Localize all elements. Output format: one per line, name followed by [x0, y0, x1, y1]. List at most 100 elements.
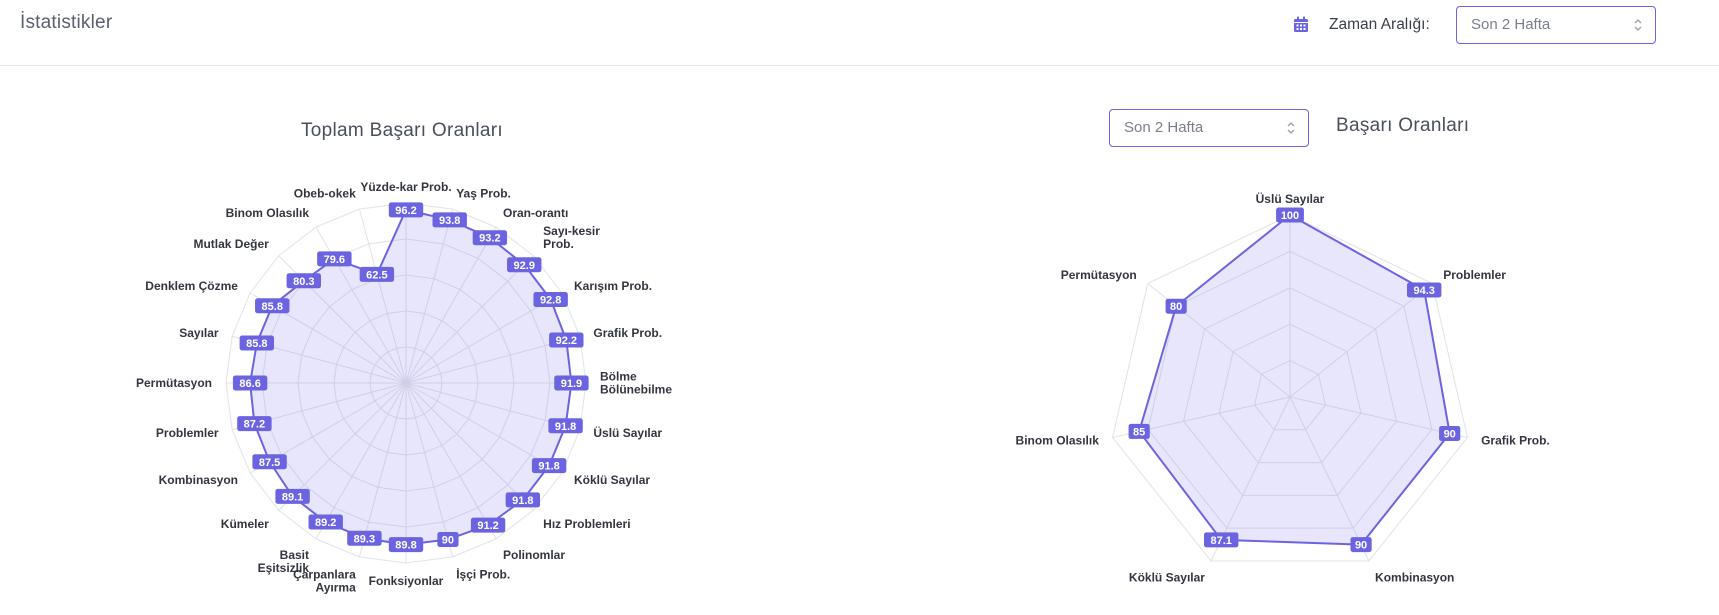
axis-label-yas-prob: Yaş Prob.: [456, 187, 511, 201]
grid-spoke: [405, 209, 454, 384]
value-label: 89.2: [308, 514, 343, 530]
value-label: 79.6: [317, 251, 352, 267]
svg-text:80: 80: [1170, 301, 1182, 313]
axis-label-binom-olasilik: Binom Olasılık: [226, 206, 310, 220]
value-label: 94.3: [1406, 282, 1442, 298]
grid-spoke: [315, 382, 407, 540]
axis-label-oran-oranti: Oran-orantı: [503, 206, 568, 220]
svg-text:92.2: 92.2: [556, 335, 577, 347]
value-label: 89.3: [347, 530, 382, 546]
series-area: [1138, 214, 1451, 546]
svg-text:89.2: 89.2: [315, 517, 336, 529]
axis-label-problemler: Problemler: [1443, 268, 1506, 282]
svg-text:87.2: 87.2: [244, 419, 265, 431]
grid-ring: [1182, 287, 1398, 496]
value-label: 85: [1128, 423, 1150, 439]
grid-spoke: [405, 382, 563, 474]
chart-title-total: Toplam Başarı Oranları: [301, 120, 503, 141]
axis-label-uslu-sayilar: Üslü Sayılar: [1256, 191, 1325, 206]
svg-text:93.8: 93.8: [439, 215, 460, 227]
calendar-icon: [1294, 16, 1308, 32]
time-range-select[interactable]: Son 2 Hafta: [1456, 6, 1656, 44]
grid-ring: [1147, 250, 1433, 529]
svg-text:96.2: 96.2: [395, 205, 416, 217]
svg-text:80.3: 80.3: [293, 276, 314, 288]
svg-text:79.6: 79.6: [324, 254, 345, 266]
grid-spoke: [405, 382, 534, 511]
svg-text:92.8: 92.8: [540, 294, 561, 306]
value-label: 93.8: [432, 212, 467, 228]
axis-label-kumeler: Kümeler: [221, 517, 269, 531]
svg-text:85.8: 85.8: [246, 338, 267, 350]
axis-label-koklu-sayilar: Köklü Sayılar: [1129, 571, 1205, 585]
time-range-label: Zaman Aralığı:: [1329, 16, 1430, 33]
grid-spoke: [358, 209, 407, 384]
value-label: 87.2: [237, 416, 272, 432]
value-label: 93.2: [472, 230, 508, 246]
value-label: 91.8: [531, 458, 567, 474]
value-label: 91.9: [554, 375, 589, 391]
svg-text:100: 100: [1281, 210, 1299, 222]
grid-spoke: [405, 226, 497, 384]
axis-label-mutlak-deger: Mutlak Değer: [193, 237, 269, 251]
axis-label-permutasyon: Permütasyon: [136, 376, 212, 390]
axis-label-binom-olasilik: Binom Olasılık: [1016, 434, 1100, 448]
axis-label-fonksiyonlar: Fonksiyonlar: [369, 574, 444, 588]
chart-title-success: Başarı Oranları: [1336, 115, 1470, 136]
svg-text:87.1: 87.1: [1211, 535, 1232, 547]
chart-range-select-value: Son 2 Hafta: [1124, 119, 1204, 136]
value-label: 90: [1350, 537, 1372, 553]
value-label: 91.8: [548, 418, 583, 434]
axis-label-obeb-okek: Obeb-okek: [294, 187, 356, 201]
svg-text:94.3: 94.3: [1413, 285, 1434, 297]
svg-text:90: 90: [1355, 540, 1367, 552]
svg-text:86.6: 86.6: [239, 378, 260, 390]
value-label: 100: [1276, 207, 1304, 223]
sort-arrows-icon: [1287, 122, 1295, 134]
value-label: 85.8: [255, 298, 290, 314]
axis-label-grafik-prob: Grafik Prob.: [593, 326, 662, 340]
value-label: 85.8: [239, 335, 275, 351]
svg-text:89.3: 89.3: [354, 533, 375, 545]
axis-label-polinomlar: Polinomlar: [503, 548, 565, 562]
value-label: 92.2: [549, 332, 584, 348]
value-label: 80.3: [286, 273, 321, 289]
axis-label-isci-prob: İşçi Prob.: [456, 566, 510, 581]
axis-label-uslu-sayilar: Üslü Sayılar: [593, 425, 662, 440]
axis-label-denklem-cozme: Denklem Çözme: [145, 279, 238, 293]
value-label: 92.9: [507, 257, 542, 273]
value-label: 91.8: [505, 492, 541, 508]
grid-spoke: [405, 382, 454, 557]
axis-label-kombinasyon: Kombinasyon: [159, 473, 238, 487]
chart-range-select[interactable]: Son 2 Hafta: [1109, 109, 1309, 147]
value-label: 92.8: [533, 291, 568, 307]
value-label: 62.5: [359, 266, 395, 282]
grid-spoke: [405, 292, 563, 384]
svg-text:85: 85: [1133, 426, 1145, 438]
grid-spoke: [1289, 396, 1370, 562]
value-label: 96.2: [388, 202, 424, 218]
grid-ring: [1253, 360, 1327, 431]
svg-text:91.8: 91.8: [538, 461, 559, 473]
value-label: 91.2: [470, 517, 506, 533]
grid-spoke: [1289, 283, 1433, 398]
grid-spoke: [405, 255, 534, 384]
svg-text:92.9: 92.9: [514, 260, 535, 272]
value-label: 89.8: [388, 537, 424, 553]
top-bar: İstatistikler Zaman Aralığı: Son 2 Hafta: [0, 0, 1719, 66]
axis-label-kombinasyon: Kombinasyon: [1375, 571, 1454, 585]
svg-text:91.8: 91.8: [555, 421, 576, 433]
grid-spoke: [1289, 396, 1468, 438]
axis-label-karisim-prob: Karışım Prob.: [574, 279, 652, 293]
sort-arrows-icon: [1634, 19, 1642, 31]
grid-spoke: [405, 382, 497, 540]
axis-label-hiz-problemleri: Hız Problemleri: [543, 517, 630, 531]
page-title: İstatistikler: [20, 12, 113, 33]
axis-label-yuzde-kar-prob: Yüzde-kar Prob.: [360, 180, 451, 194]
value-label: 87.1: [1204, 532, 1239, 548]
axis-label-koklu-sayilar: Köklü Sayılar: [574, 473, 650, 487]
